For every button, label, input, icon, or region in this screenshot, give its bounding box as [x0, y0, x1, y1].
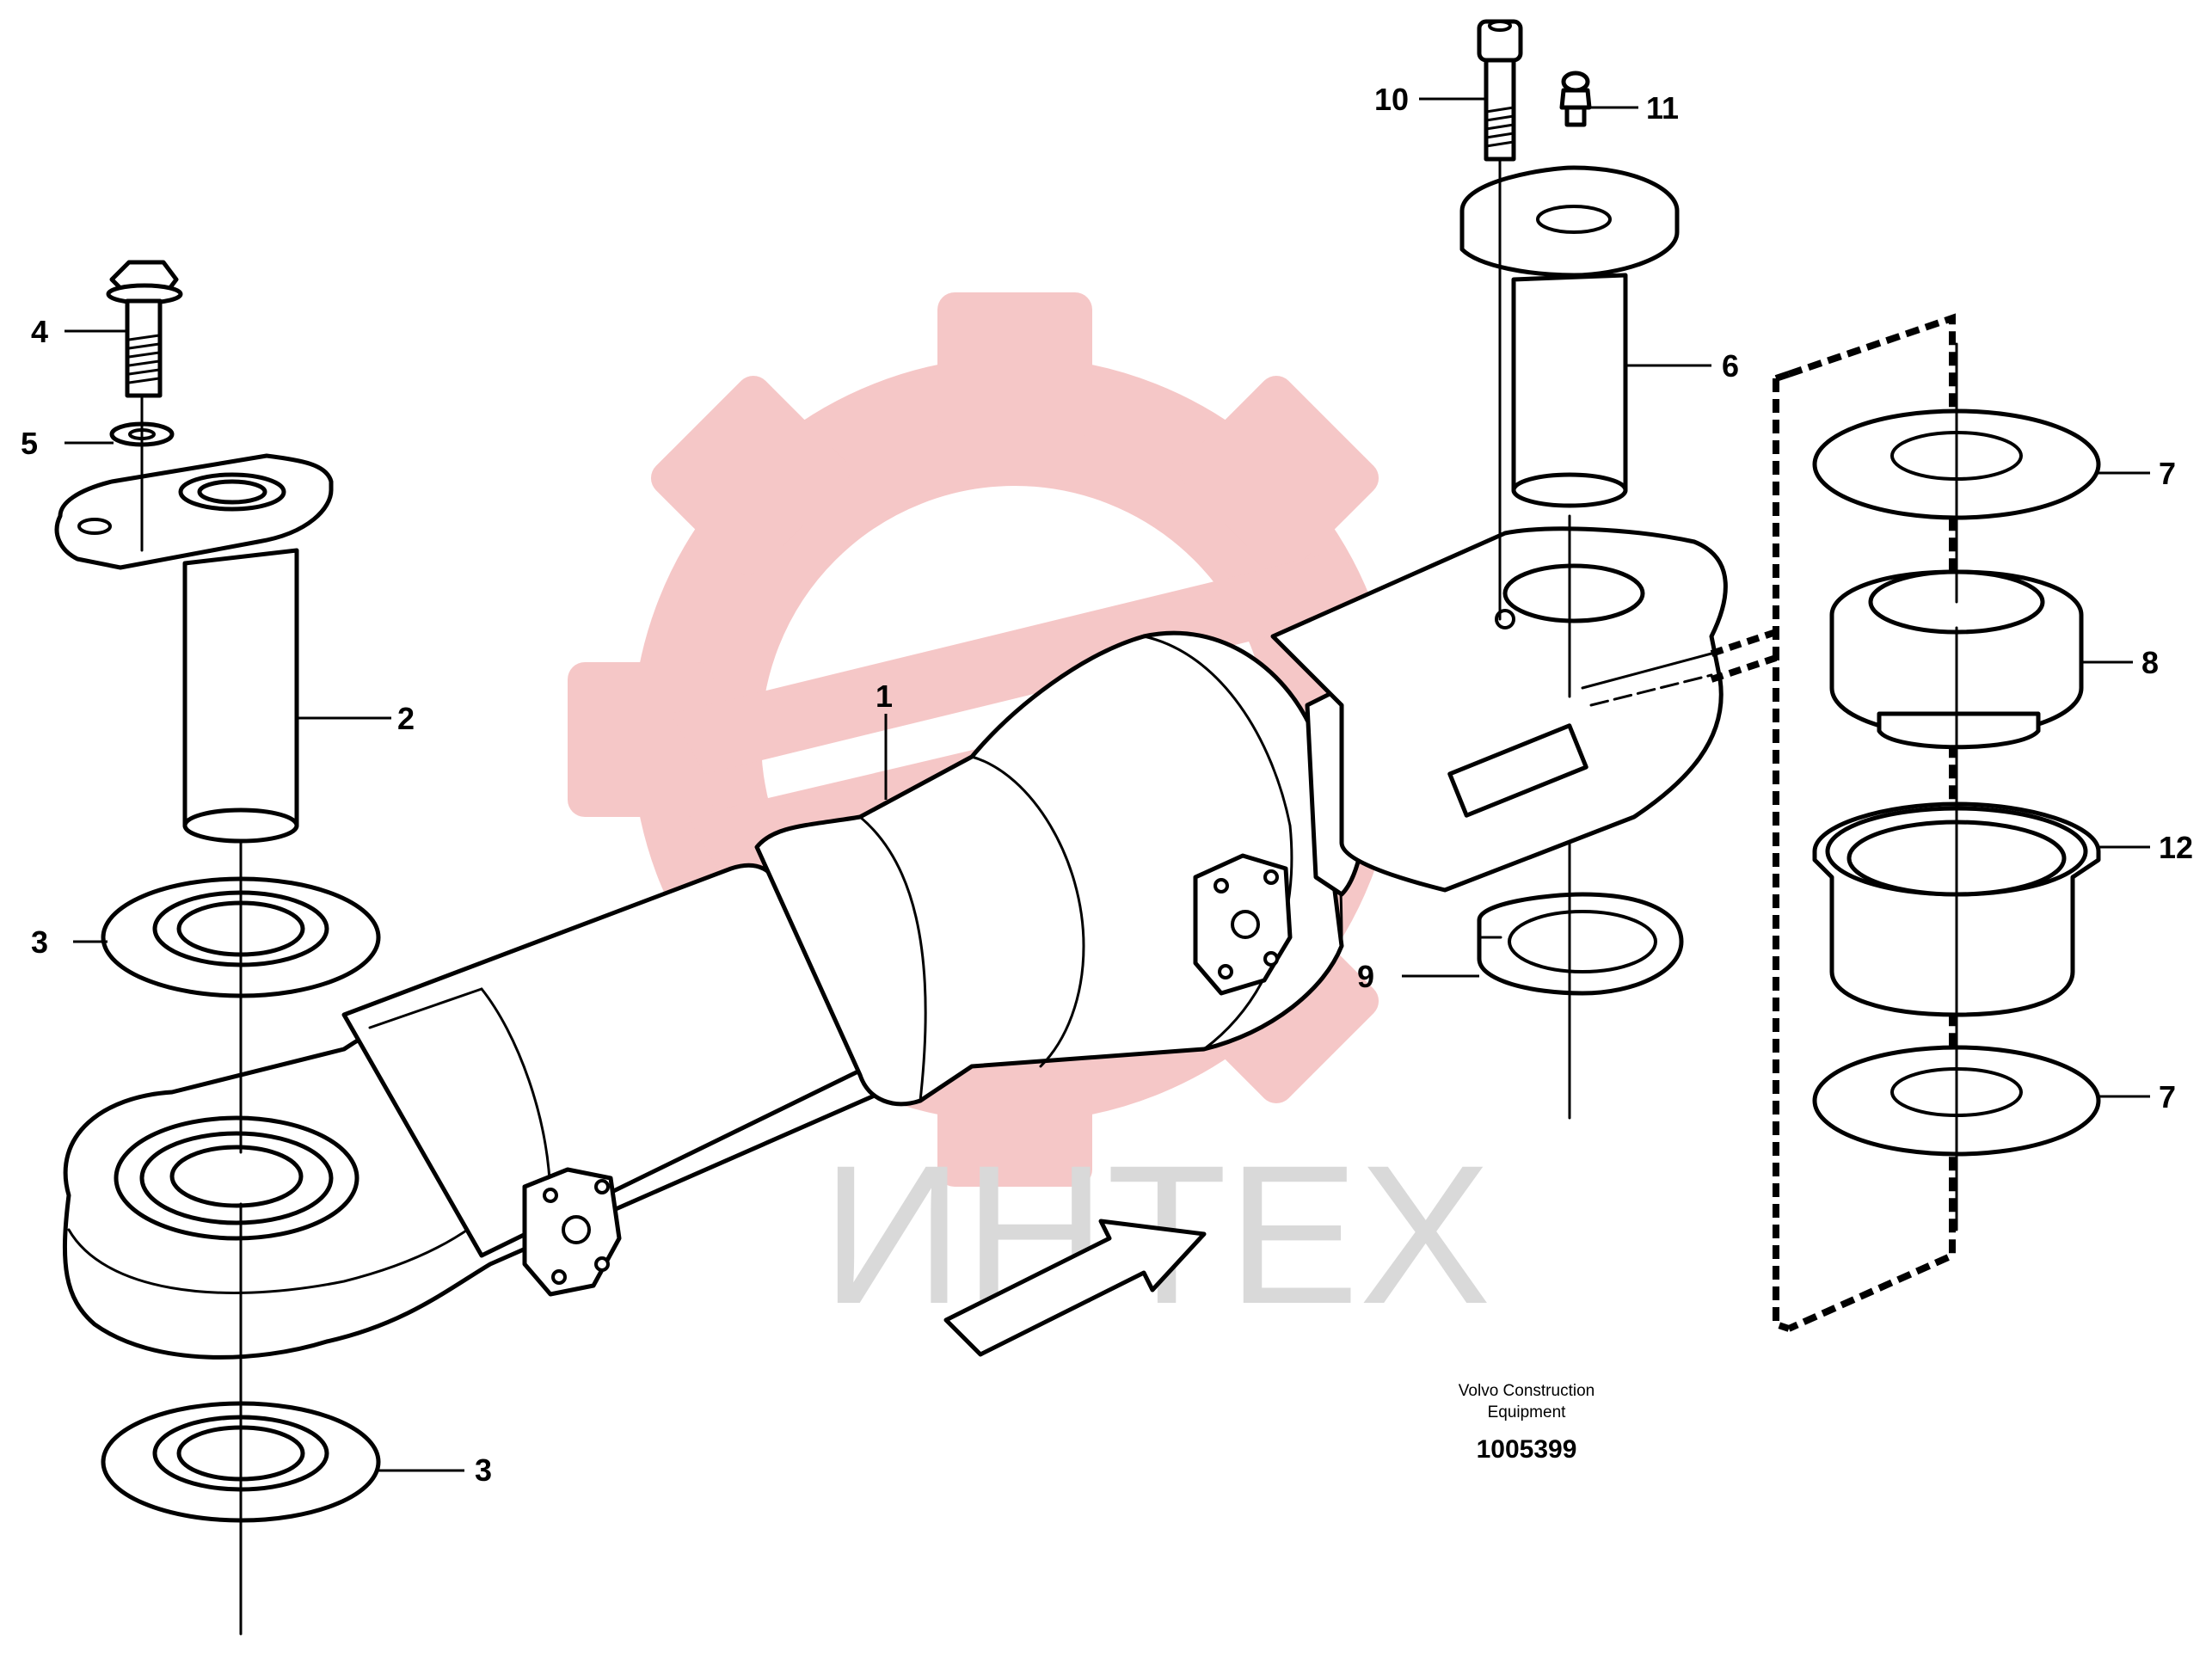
callout-7-upper: 7 [2159, 456, 2176, 491]
callout-11: 11 [1646, 90, 1679, 126]
pin-2-plate-pin [54, 453, 334, 844]
callout-labels: 1 2 3 3 4 5 6 7 7 8 9 10 11 12 [21, 82, 2193, 1488]
callout-9: 9 [1357, 959, 1374, 994]
callout-6: 6 [1722, 348, 1739, 384]
drawing-number: 1005399 [1477, 1435, 1577, 1464]
dashed-group-bracket [1710, 313, 1956, 1332]
publisher-line-2: Equipment [1488, 1403, 1567, 1421]
callout-3-upper: 3 [31, 924, 48, 960]
grease-nipple-11 [1559, 71, 1592, 127]
callout-3-lower: 3 [475, 1452, 492, 1488]
publisher-line-1: Volvo Construction [1459, 1382, 1594, 1400]
callout-2: 2 [397, 701, 415, 736]
callout-8: 8 [2141, 645, 2159, 680]
leader-lines [65, 97, 2150, 1472]
hydraulic-cylinder [62, 526, 1728, 1360]
view-direction-arrow-icon [943, 1219, 1207, 1357]
retaining-ring-9 [1477, 892, 1684, 996]
axis-lines [140, 157, 1958, 1636]
callout-1: 1 [876, 678, 893, 714]
bolt-10 [1477, 19, 1523, 162]
callout-12: 12 [2159, 830, 2193, 865]
pin-6-plate-pin [1459, 165, 1680, 508]
callout-10: 10 [1374, 82, 1409, 117]
title-block: Volvo Construction Equipment 1005399 [1459, 1382, 1594, 1464]
bolt-4 [106, 260, 183, 398]
callout-4: 4 [31, 314, 48, 349]
callout-5: 5 [21, 426, 38, 461]
callout-7-lower: 7 [2159, 1079, 2176, 1114]
